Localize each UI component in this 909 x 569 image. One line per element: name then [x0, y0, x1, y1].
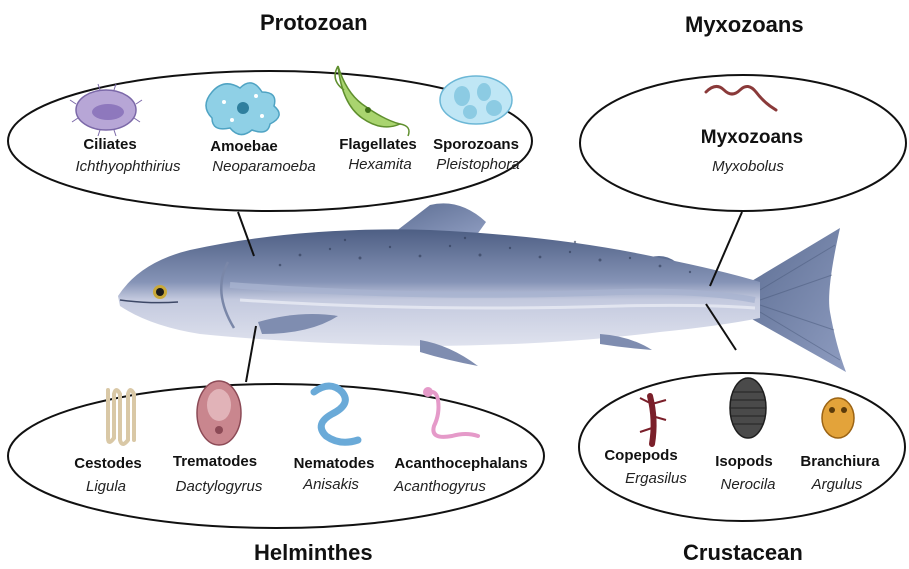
myxozoan-worm-icon — [706, 86, 776, 110]
ciliates-genus: Ichthyophthirius — [75, 158, 180, 175]
isopods-genus: Nerocila — [720, 476, 775, 493]
flagellates-genus: Hexamita — [348, 156, 411, 173]
amoebae-genus: Neoparamoeba — [212, 158, 315, 175]
ciliates-label: Ciliates — [83, 136, 136, 153]
copepod-icon — [640, 396, 666, 444]
myxozoans-genus: Myxobolus — [712, 158, 784, 175]
amoebae-label: Amoebae — [210, 138, 278, 155]
nematode-icon — [314, 386, 358, 442]
amoeba-icon — [206, 83, 279, 135]
myxozoans-label: Myxozoans — [701, 127, 803, 149]
branchiura-genus: Argulus — [812, 476, 863, 493]
trematodes-label: Trematodes — [173, 453, 257, 470]
isopods-label: Isopods — [715, 453, 773, 470]
acanthocephalans-genus: Acanthogyrus — [394, 478, 486, 495]
nematodes-label: Nematodes — [294, 455, 375, 472]
cestodes-genus: Ligula — [86, 478, 126, 495]
isopod-icon — [730, 378, 766, 438]
salmon-illustration — [118, 203, 846, 372]
helminthes-title: Helminthes — [254, 540, 373, 566]
fish-body — [118, 229, 760, 346]
sporozoans-label: Sporozoans — [433, 136, 519, 153]
protozoan-title: Protozoan — [260, 10, 368, 36]
acanthocephalan-icon — [423, 387, 478, 437]
copepods-genus: Ergasilus — [625, 470, 687, 487]
myxozoans-title: Myxozoans — [685, 12, 804, 38]
nematodes-genus: Anisakis — [303, 476, 359, 493]
copepods-label: Copepods — [604, 447, 677, 464]
anal-fin — [600, 334, 652, 350]
trematodes-genus: Dactylogyrus — [176, 478, 263, 495]
branchiura-label: Branchiura — [800, 453, 879, 470]
crustacean-title: Crustacean — [683, 540, 803, 566]
cestodes-label: Cestodes — [74, 455, 142, 472]
sporozoans-genus: Pleistophora — [436, 156, 519, 173]
sporozoan-icon — [440, 76, 512, 124]
trematode-icon — [197, 381, 241, 445]
acanthocephalans-label: Acanthocephalans — [394, 455, 527, 472]
branchiura-icon — [822, 398, 854, 438]
flagellates-label: Flagellates — [339, 136, 417, 153]
tail-fin — [750, 228, 846, 372]
